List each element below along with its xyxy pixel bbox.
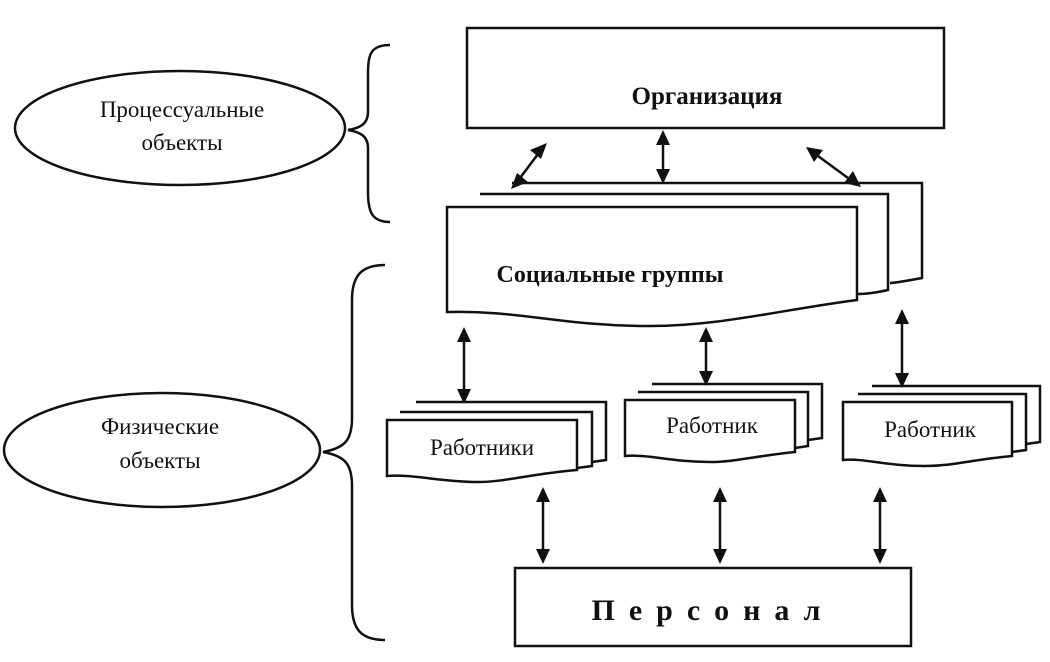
arrow-workers-personnel	[536, 487, 550, 564]
process-objects-node: Процессуальные объекты	[13, 69, 347, 187]
arrow-org-social-right	[806, 147, 861, 187]
process-brace	[347, 43, 391, 224]
process-objects-label-line2: объекты	[141, 130, 222, 155]
physical-objects-label-line1: Физические	[101, 414, 219, 439]
worker-b-node: Работник	[841, 384, 1042, 468]
physical-brace	[322, 263, 386, 642]
arrow-social-workers	[457, 327, 471, 404]
organization-label: Организация	[632, 83, 783, 110]
social-groups-node: Социальные группы	[445, 181, 924, 328]
social-groups-label: Социальные группы	[497, 262, 724, 288]
personnel-label: Персонал	[591, 594, 834, 627]
organization-node: Организация	[465, 26, 946, 130]
arrow-social-worker-b	[895, 309, 909, 388]
workers-label: Работники	[430, 435, 534, 460]
arrow-social-worker-a	[699, 327, 713, 386]
worker-a-node: Работник	[623, 382, 824, 464]
arrow-org-social-left	[511, 143, 547, 189]
physical-objects-label-line2: объекты	[119, 448, 200, 473]
workers-node: Работники	[385, 400, 608, 484]
arrow-org-social-center	[656, 130, 670, 184]
arrow-worker-b-personnel	[873, 487, 887, 564]
arrow-worker-a-personnel	[713, 487, 727, 564]
physical-objects-node: Физические объекты	[2, 391, 322, 509]
personnel-node: Персонал	[513, 566, 913, 648]
worker-b-label: Работник	[884, 417, 977, 442]
process-objects-label-line1: Процессуальные	[100, 97, 264, 122]
worker-a-label: Работник	[666, 413, 759, 438]
